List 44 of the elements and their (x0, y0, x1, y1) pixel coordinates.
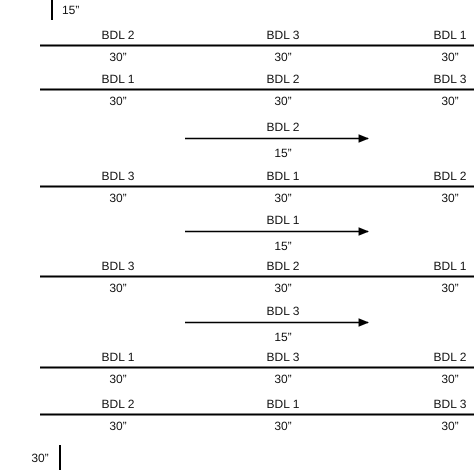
label-text: 30” (31, 451, 49, 465)
label-text: 30” (274, 372, 292, 386)
label-text: 30” (441, 191, 459, 205)
label-text: 30” (274, 50, 292, 64)
label-text: 30” (274, 191, 292, 205)
label-text: 30” (441, 281, 459, 295)
label-text: 30” (109, 50, 127, 64)
label-text: BDL 2 (266, 259, 300, 273)
label-text: BDL 2 (266, 120, 300, 134)
label-text: 15” (274, 146, 292, 160)
label-text: BDL 3 (434, 397, 466, 411)
label-text: BDL 1 (266, 397, 300, 411)
label-text: BDL 3 (102, 169, 134, 183)
label-text: 30” (274, 94, 292, 108)
label-text: 30” (109, 191, 127, 205)
label-text: 30” (441, 419, 459, 433)
label-text: 30” (109, 281, 127, 295)
label-text: BDL 1 (102, 350, 134, 364)
label-text: 30” (109, 372, 127, 386)
label-text: 30” (274, 281, 292, 295)
label-text: BDL 3 (102, 259, 134, 273)
label-text: BDL 3 (434, 72, 466, 86)
label-text: 15” (62, 3, 80, 17)
label-text: 30” (109, 419, 127, 433)
label-text: BDL 2 (266, 72, 300, 86)
label-text: BDL 3 (266, 304, 300, 318)
label-text: 15” (274, 239, 292, 253)
label-text: 30” (274, 419, 292, 433)
label-text: 15” (274, 330, 292, 344)
label-text: BDL 2 (434, 350, 466, 364)
label-text: BDL 2 (102, 397, 134, 411)
label-text: 30” (441, 94, 459, 108)
label-text: BDL 1 (266, 213, 300, 227)
label-text: BDL 1 (434, 28, 466, 42)
label-text: 30” (441, 50, 459, 64)
label-text: BDL 2 (434, 169, 466, 183)
label-text: 30” (109, 94, 127, 108)
label-text: BDL 2 (102, 28, 134, 42)
label-text: 30” (441, 372, 459, 386)
label-text: BDL 3 (266, 28, 300, 42)
label-text: BDL 1 (434, 259, 466, 273)
label-text: BDL 1 (102, 72, 134, 86)
label-text: BDL 1 (266, 169, 300, 183)
label-text: BDL 3 (266, 350, 300, 364)
